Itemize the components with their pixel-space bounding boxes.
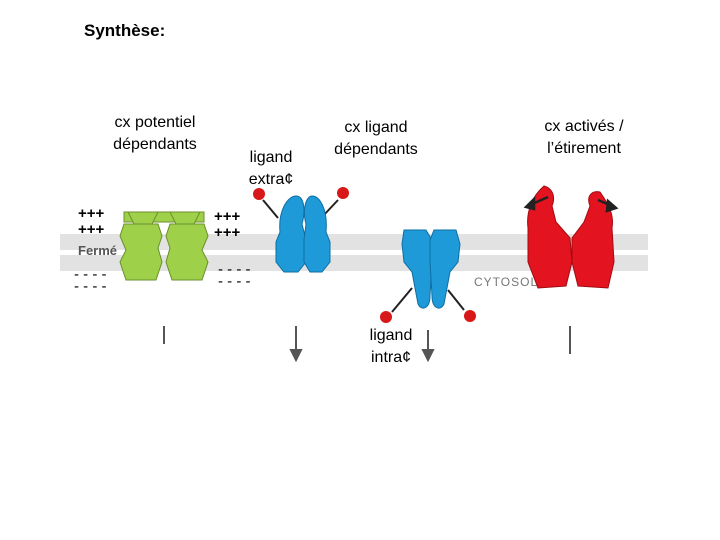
voltage-subunit-right <box>165 223 209 281</box>
red-subunit-right <box>571 191 615 289</box>
current-arrowhead-ligand-intra <box>421 349 435 363</box>
current-indicators <box>163 326 571 363</box>
cytosol-label: CYTOSOL <box>474 275 538 289</box>
ligand-dot-intra-right <box>464 310 476 322</box>
blue-subunit-right <box>303 195 331 273</box>
stretch-arrowhead-left <box>523 195 536 211</box>
voltage-gated-channel <box>119 211 209 281</box>
label-stretch-activated: cx activés / l’étirement <box>544 118 624 157</box>
charge-plus-right-2: +++ <box>214 224 241 241</box>
ligand-gated-channel-intra <box>401 229 461 309</box>
voltage-subunit-left <box>119 223 163 281</box>
charge-minus-right-2: - - - - <box>218 273 250 290</box>
ligand-arrow-left <box>262 199 279 219</box>
page-title: Synthèse: <box>84 21 166 40</box>
label-ligand-extracellular: ligand extra¢ <box>248 149 294 188</box>
ligand-arrow-intra-left <box>391 287 413 313</box>
ligand-dot-left <box>253 188 265 200</box>
ligand-extracellular <box>253 187 349 219</box>
ligand-arrow-intra-right <box>447 289 465 311</box>
blue2-subunit-right <box>429 229 461 309</box>
charge-minus-left-1: - - - - <box>74 266 106 283</box>
charge-plus-right-1: +++ <box>214 208 241 225</box>
stretch-arrowhead-right <box>605 198 619 213</box>
ligand-dot-intra-left <box>380 311 392 323</box>
ligand-dot-right <box>337 187 349 199</box>
voltage-gate-bar <box>123 211 205 223</box>
current-arrowhead-ligand-extra <box>289 349 303 363</box>
ligand-gated-channel-extra <box>275 195 331 273</box>
label-ligand-gated: cx ligand dépendants <box>334 119 418 158</box>
stretch-activated-channel <box>527 185 615 289</box>
blue-subunit-left <box>275 195 307 273</box>
stretch-arrows <box>523 195 619 213</box>
label-ligand-intracellular: ligand intra¢ <box>369 327 413 366</box>
charges-left: +++ +++ - - - - - - - - <box>74 205 106 295</box>
charge-plus-left-2: +++ <box>78 221 105 238</box>
label-voltage-gated: cx potentiel dépendants <box>113 114 197 153</box>
charge-plus-left-1: +++ <box>78 205 105 222</box>
ferme-label: Fermé <box>78 243 117 258</box>
ligand-intracellular <box>380 287 476 323</box>
charge-minus-left-2: - - - - <box>74 278 106 295</box>
charges-right: +++ +++ - - - - - - - - <box>214 208 250 290</box>
charge-minus-right-1: - - - - <box>218 261 250 278</box>
